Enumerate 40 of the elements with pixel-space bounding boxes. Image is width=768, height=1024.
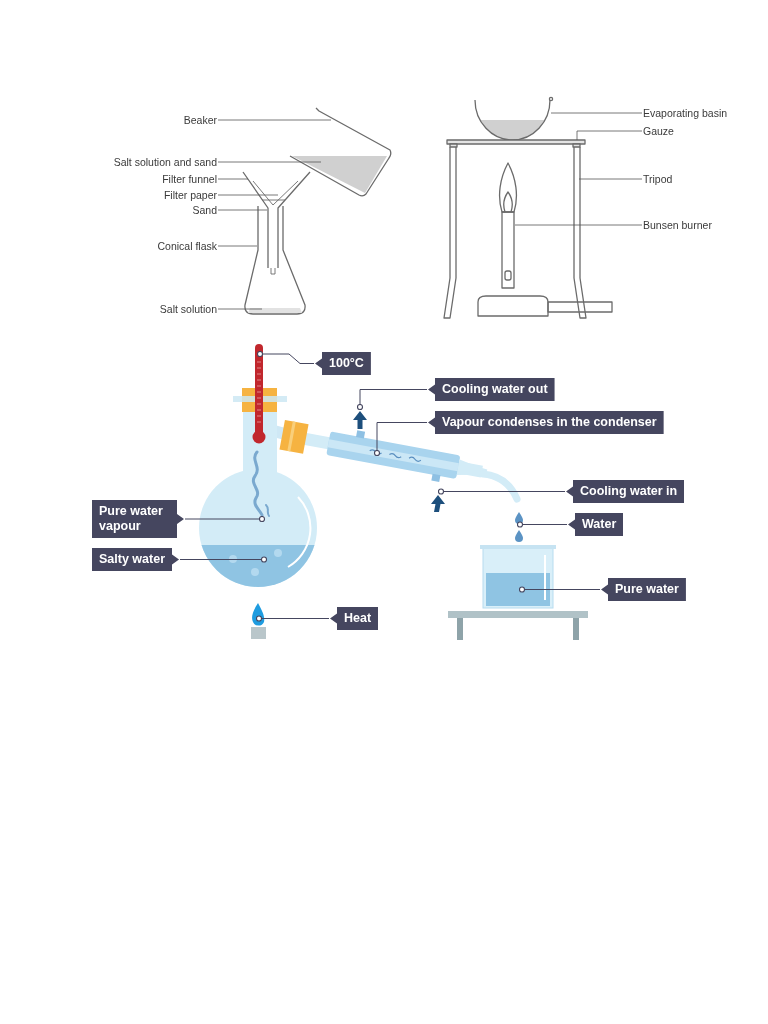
- callout-label: Cooling water out: [428, 378, 555, 401]
- part-label: Filter paper: [163, 189, 217, 201]
- callout-label: 100°C: [315, 352, 371, 375]
- part-label: Salt solution and sand: [113, 156, 217, 168]
- leader-line: [576, 130, 643, 141]
- leader-line: [217, 161, 322, 163]
- part-label: Gauze: [643, 125, 674, 137]
- leader-line: [516, 521, 568, 528]
- callout-label: Salty water: [92, 548, 179, 571]
- part-label: Sand: [192, 204, 217, 216]
- leader-line: [217, 245, 258, 247]
- part-label: Bunsen burner: [643, 219, 712, 231]
- leader-line: [356, 389, 428, 411]
- part-label: Salt solution: [159, 303, 217, 315]
- leader-line: [578, 178, 643, 180]
- part-label: Beaker: [183, 114, 217, 126]
- leader-line: [184, 515, 266, 523]
- callout-label: Water: [568, 513, 624, 536]
- leader-line: [437, 488, 566, 495]
- leader-line: [373, 422, 428, 457]
- part-label: Tripod: [643, 173, 673, 185]
- callout-label: Pure water vapour: [92, 500, 184, 538]
- leader-line: [217, 308, 263, 310]
- callout-label: Pure water: [601, 578, 686, 601]
- callout-label: Vapour condenses in the condenser: [428, 411, 664, 434]
- leader-line: [518, 586, 601, 593]
- part-label: Evaporating basin: [643, 107, 728, 119]
- part-label: Conical flask: [157, 240, 217, 252]
- leader-line: [217, 209, 268, 211]
- callout-label: Cooling water in: [566, 480, 685, 503]
- leader-line: [217, 194, 279, 196]
- leader-line: [217, 178, 249, 180]
- leader-line: [256, 350, 315, 364]
- leader-line: [217, 119, 332, 121]
- leader-line: [179, 556, 268, 563]
- part-label: Filter funnel: [162, 173, 217, 185]
- leader-line: [550, 112, 643, 114]
- callout-label: Heat: [330, 607, 379, 630]
- leader-line: [255, 615, 330, 622]
- leader-line: [514, 224, 643, 226]
